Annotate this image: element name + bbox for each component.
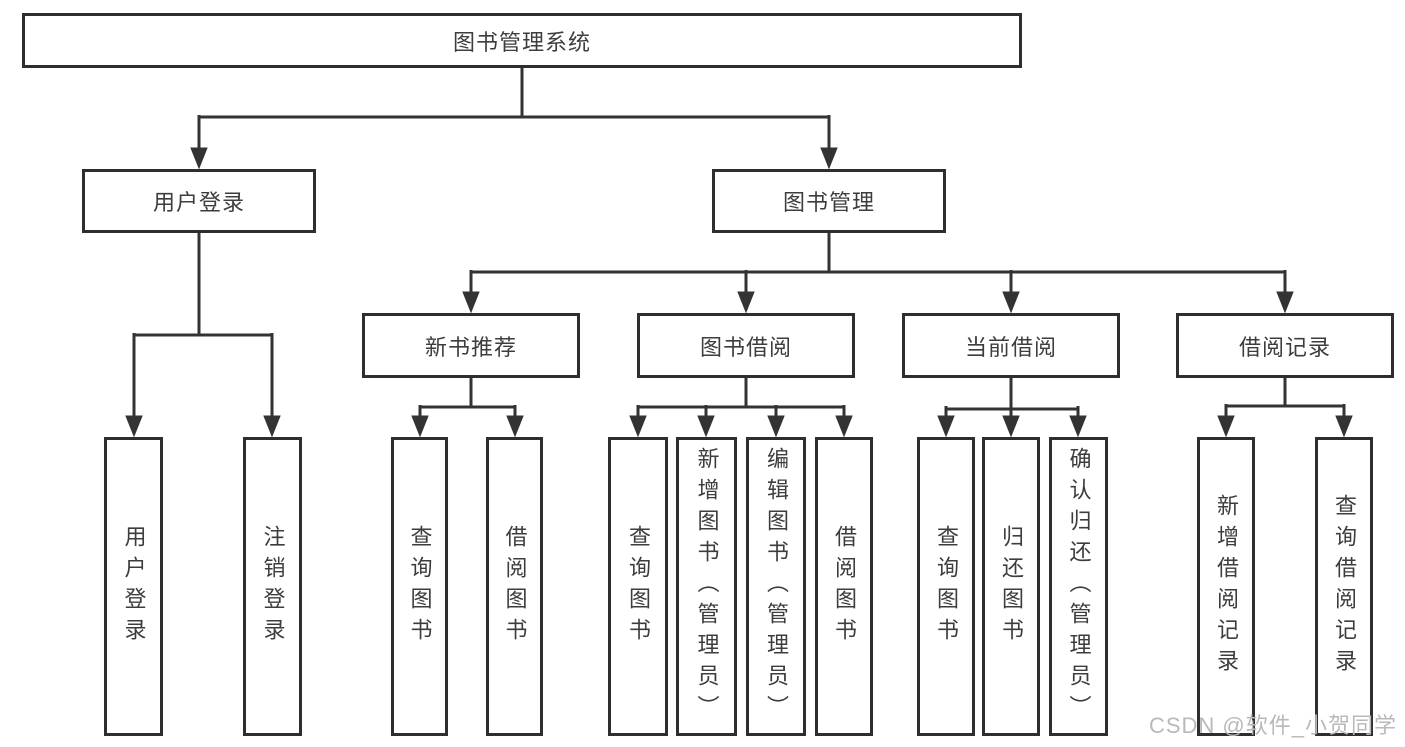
node-label: 借阅记录 [1238,334,1331,360]
node-label: 查询图书 [626,524,651,649]
connector-user-login-children [125,233,281,438]
node-new-book-recommend: 新书推荐 [362,313,580,378]
node-current-borrow: 当前借阅 [902,313,1120,378]
csdn-watermark: CSDN @软件_小贺同学 [1148,713,1397,738]
connector-root-to-level2 [190,68,838,170]
node-label: 新书推荐 [424,334,517,360]
leaf-record-query-borrow-record: 查询借阅记录 [1315,437,1373,736]
connector-new-book-children [411,378,524,438]
node-label: 查询图书 [934,524,959,649]
node-label: 用户登录 [152,190,245,215]
node-label: 用户登录 [121,524,147,649]
leaf-current-return-books: 归还图书 [982,437,1040,736]
connector-book-borrow-children [629,378,853,438]
leaf-bookborrow-add-books-admin: 新增图书（管理员） [676,437,737,736]
node-label: 编辑图书（管理员） [764,447,789,726]
node-label: 确认归还（管理员） [1066,447,1092,726]
node-label: 图书借阅 [699,334,792,360]
leaf-record-add-borrow-record: 新增借阅记录 [1197,437,1255,736]
leaf-bookborrow-edit-books-admin: 编辑图书（管理员） [746,437,806,736]
node-label: 新增图书（管理员） [694,447,720,726]
node-label: 借阅图书 [832,524,857,649]
connector-borrow-record-children [1217,378,1353,438]
node-label: 查询图书 [407,524,433,649]
node-label: 注销登录 [260,524,286,649]
leaf-logout: 注销登录 [243,437,302,736]
node-book-borrow: 图书借阅 [637,313,855,378]
leaf-bookborrow-query-books: 查询图书 [608,437,668,736]
node-label: 图书管理系统 [452,29,591,55]
node-label: 图书管理 [782,190,875,215]
node-label: 新增借阅记录 [1214,493,1239,680]
leaf-bookborrow-borrow-books: 借阅图书 [815,437,873,736]
node-borrow-record: 借阅记录 [1176,313,1394,378]
leaf-current-confirm-return-admin: 确认归还（管理员） [1049,437,1108,736]
leaf-newbook-query-books: 查询图书 [391,437,448,736]
node-label: 归还图书 [999,524,1024,649]
node-label: 查询借阅记录 [1332,493,1357,680]
node-book-management: 图书管理 [712,169,946,233]
connector-current-borrow-children [937,378,1087,438]
connector-book-mgmt-children [462,233,1294,314]
leaf-user-login: 用户登录 [104,437,163,736]
leaf-newbook-borrow-books: 借阅图书 [486,437,543,736]
node-label: 借阅图书 [502,524,528,649]
node-label: 当前借阅 [964,334,1057,360]
node-user-login: 用户登录 [82,169,316,233]
leaf-current-query-books: 查询图书 [917,437,975,736]
node-root-library-system: 图书管理系统 [22,13,1022,68]
